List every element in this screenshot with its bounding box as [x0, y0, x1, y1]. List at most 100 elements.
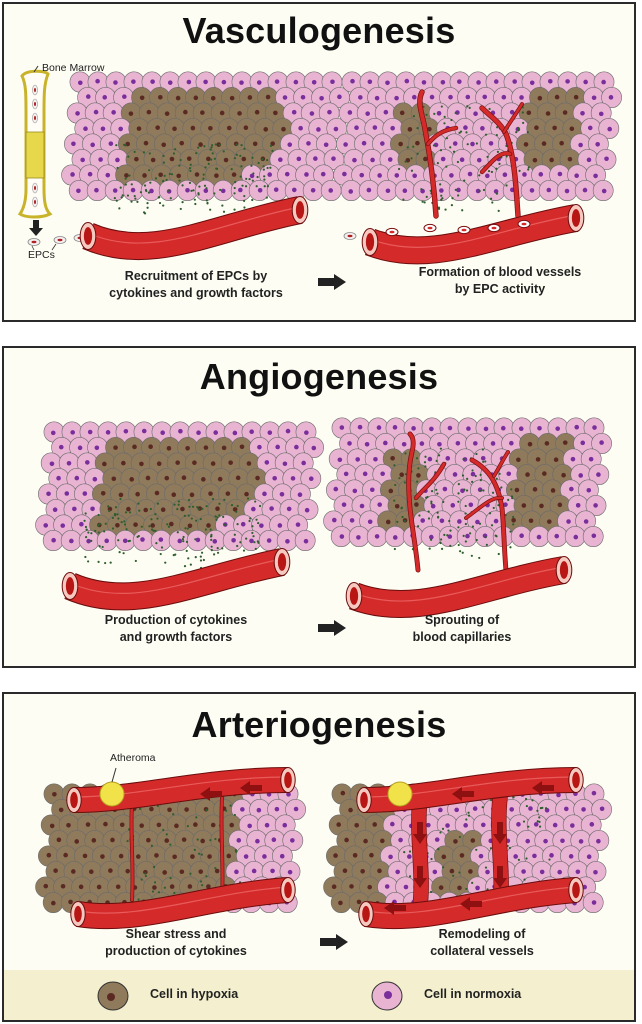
- nucleus: [429, 426, 434, 432]
- nucleus: [482, 94, 488, 100]
- vessel-body: [73, 768, 289, 812]
- cytokine: [98, 545, 101, 548]
- nucleus: [543, 838, 548, 844]
- nucleus: [377, 173, 382, 178]
- nucleus: [336, 822, 341, 827]
- cytokine: [126, 194, 130, 197]
- cytokine: [481, 448, 484, 451]
- cytokine: [471, 480, 474, 483]
- cytokine: [495, 133, 498, 137]
- nucleus: [581, 807, 586, 812]
- cytokine: [511, 496, 514, 500]
- nucleus: [555, 426, 561, 431]
- cytokine: [393, 547, 396, 551]
- cytokine: [188, 505, 191, 508]
- nucleus: [385, 80, 390, 86]
- nucleus: [337, 94, 342, 100]
- nucleus: [468, 869, 473, 874]
- nucleus: [281, 126, 286, 132]
- nucleus: [60, 523, 66, 528]
- caption-line: Formation of blood vessels: [418, 265, 582, 279]
- nucleus: [285, 428, 291, 434]
- panel-vasculogenesis: Vasculogenesis Bone Marrow EPCs Recruitm…: [2, 2, 636, 322]
- nucleus: [108, 141, 114, 146]
- nucleus: [593, 173, 598, 179]
- nucleus: [304, 172, 309, 177]
- nucleus: [390, 125, 395, 131]
- nucleus: [523, 142, 529, 147]
- nucleus: [178, 428, 183, 434]
- nucleus: [185, 445, 190, 451]
- nucleus: [306, 141, 311, 146]
- angiogenesis-illustration: [35, 417, 612, 619]
- nucleus: [98, 157, 103, 162]
- nucleus: [185, 187, 190, 193]
- cytokine: [515, 131, 518, 134]
- nucleus: [390, 455, 395, 461]
- cytokine: [266, 166, 269, 170]
- cytokine: [214, 867, 217, 870]
- cytokine: [255, 185, 258, 188]
- nucleus: [139, 823, 144, 828]
- nucleus: [70, 172, 75, 177]
- caption-line: collateral vessels: [430, 944, 534, 958]
- cytokine: [517, 126, 520, 130]
- cytokine: [126, 839, 129, 843]
- capillary: [426, 126, 458, 146]
- nucleus: [275, 444, 280, 450]
- vessel-lumen: [65, 577, 75, 595]
- cytokine: [251, 525, 254, 528]
- nucleus: [432, 869, 438, 875]
- nucleus: [72, 506, 77, 512]
- nucleus: [380, 838, 385, 844]
- nucleus: [181, 837, 187, 842]
- cytokine: [425, 113, 428, 116]
- vessel-lumen: [362, 905, 370, 923]
- cytokine: [457, 492, 460, 495]
- nucleus: [363, 838, 368, 844]
- cytokine: [215, 167, 219, 170]
- cytokine: [465, 887, 468, 891]
- nucleus: [521, 869, 526, 874]
- nucleus: [241, 156, 247, 162]
- cytokine: [214, 837, 217, 841]
- cytokine: [154, 512, 157, 516]
- caption-line: cytokines and growth factors: [109, 286, 283, 300]
- cytokine: [478, 189, 481, 193]
- cytokine: [167, 189, 170, 192]
- nucleus: [265, 94, 271, 100]
- cytokine: [439, 541, 442, 545]
- nucleus: [294, 444, 299, 450]
- cytokine: [142, 211, 146, 214]
- nucleus: [229, 822, 235, 828]
- cytokine: [467, 814, 471, 817]
- cytokine: [138, 509, 141, 512]
- cytokine: [97, 523, 100, 527]
- cytokine: [111, 516, 115, 520]
- cytokine: [458, 550, 462, 553]
- cytokine: [143, 184, 147, 187]
- cytokine: [178, 179, 181, 182]
- leader-line: [31, 245, 35, 251]
- nucleus: [480, 822, 486, 828]
- flow-arrow-icon: [493, 866, 507, 888]
- nucleus: [427, 126, 432, 132]
- cytokine: [127, 155, 130, 158]
- cytokine: [187, 514, 190, 517]
- cytokine: [464, 512, 467, 515]
- cytokine: [518, 169, 521, 173]
- nucleus: [139, 95, 145, 101]
- cytokine: [181, 184, 184, 187]
- nucleus: [366, 187, 372, 193]
- nucleus: [387, 157, 393, 162]
- cytokine: [133, 150, 136, 153]
- cytokine: [216, 551, 220, 554]
- cytokine: [416, 127, 419, 130]
- nucleus: [352, 157, 357, 163]
- nucleus: [570, 456, 576, 462]
- nucleus: [358, 95, 363, 100]
- cytokine: [206, 202, 209, 205]
- cytokine: [222, 210, 226, 213]
- nucleus: [225, 491, 231, 496]
- nucleus: [456, 187, 461, 193]
